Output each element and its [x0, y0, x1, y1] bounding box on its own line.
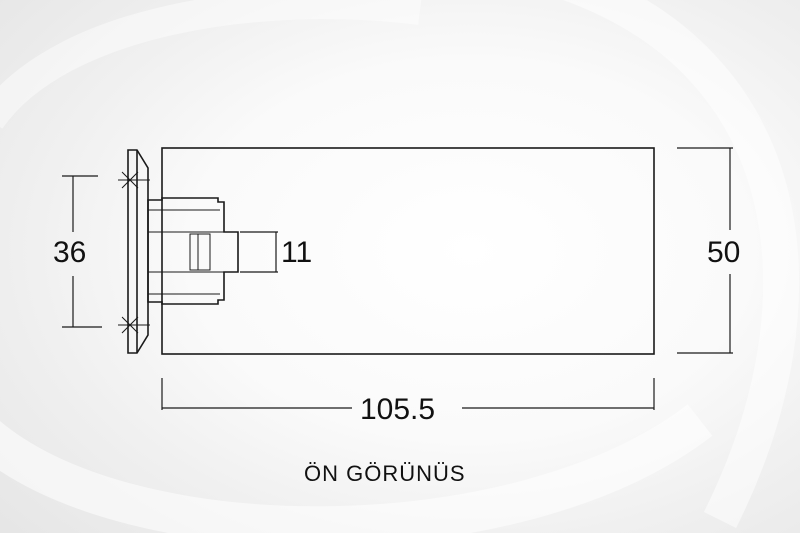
main-body-outline — [161, 147, 655, 355]
mount-boss — [147, 197, 239, 305]
view-caption: ÖN GÖRÜNÜS — [304, 461, 466, 486]
dim-label-36: 36 — [53, 236, 87, 269]
inner-pin — [189, 233, 211, 271]
dim-label-50: 50 — [707, 236, 741, 269]
dim-label-11: 11 — [281, 236, 313, 269]
dim-label-105-5: 105.5 — [360, 393, 436, 426]
